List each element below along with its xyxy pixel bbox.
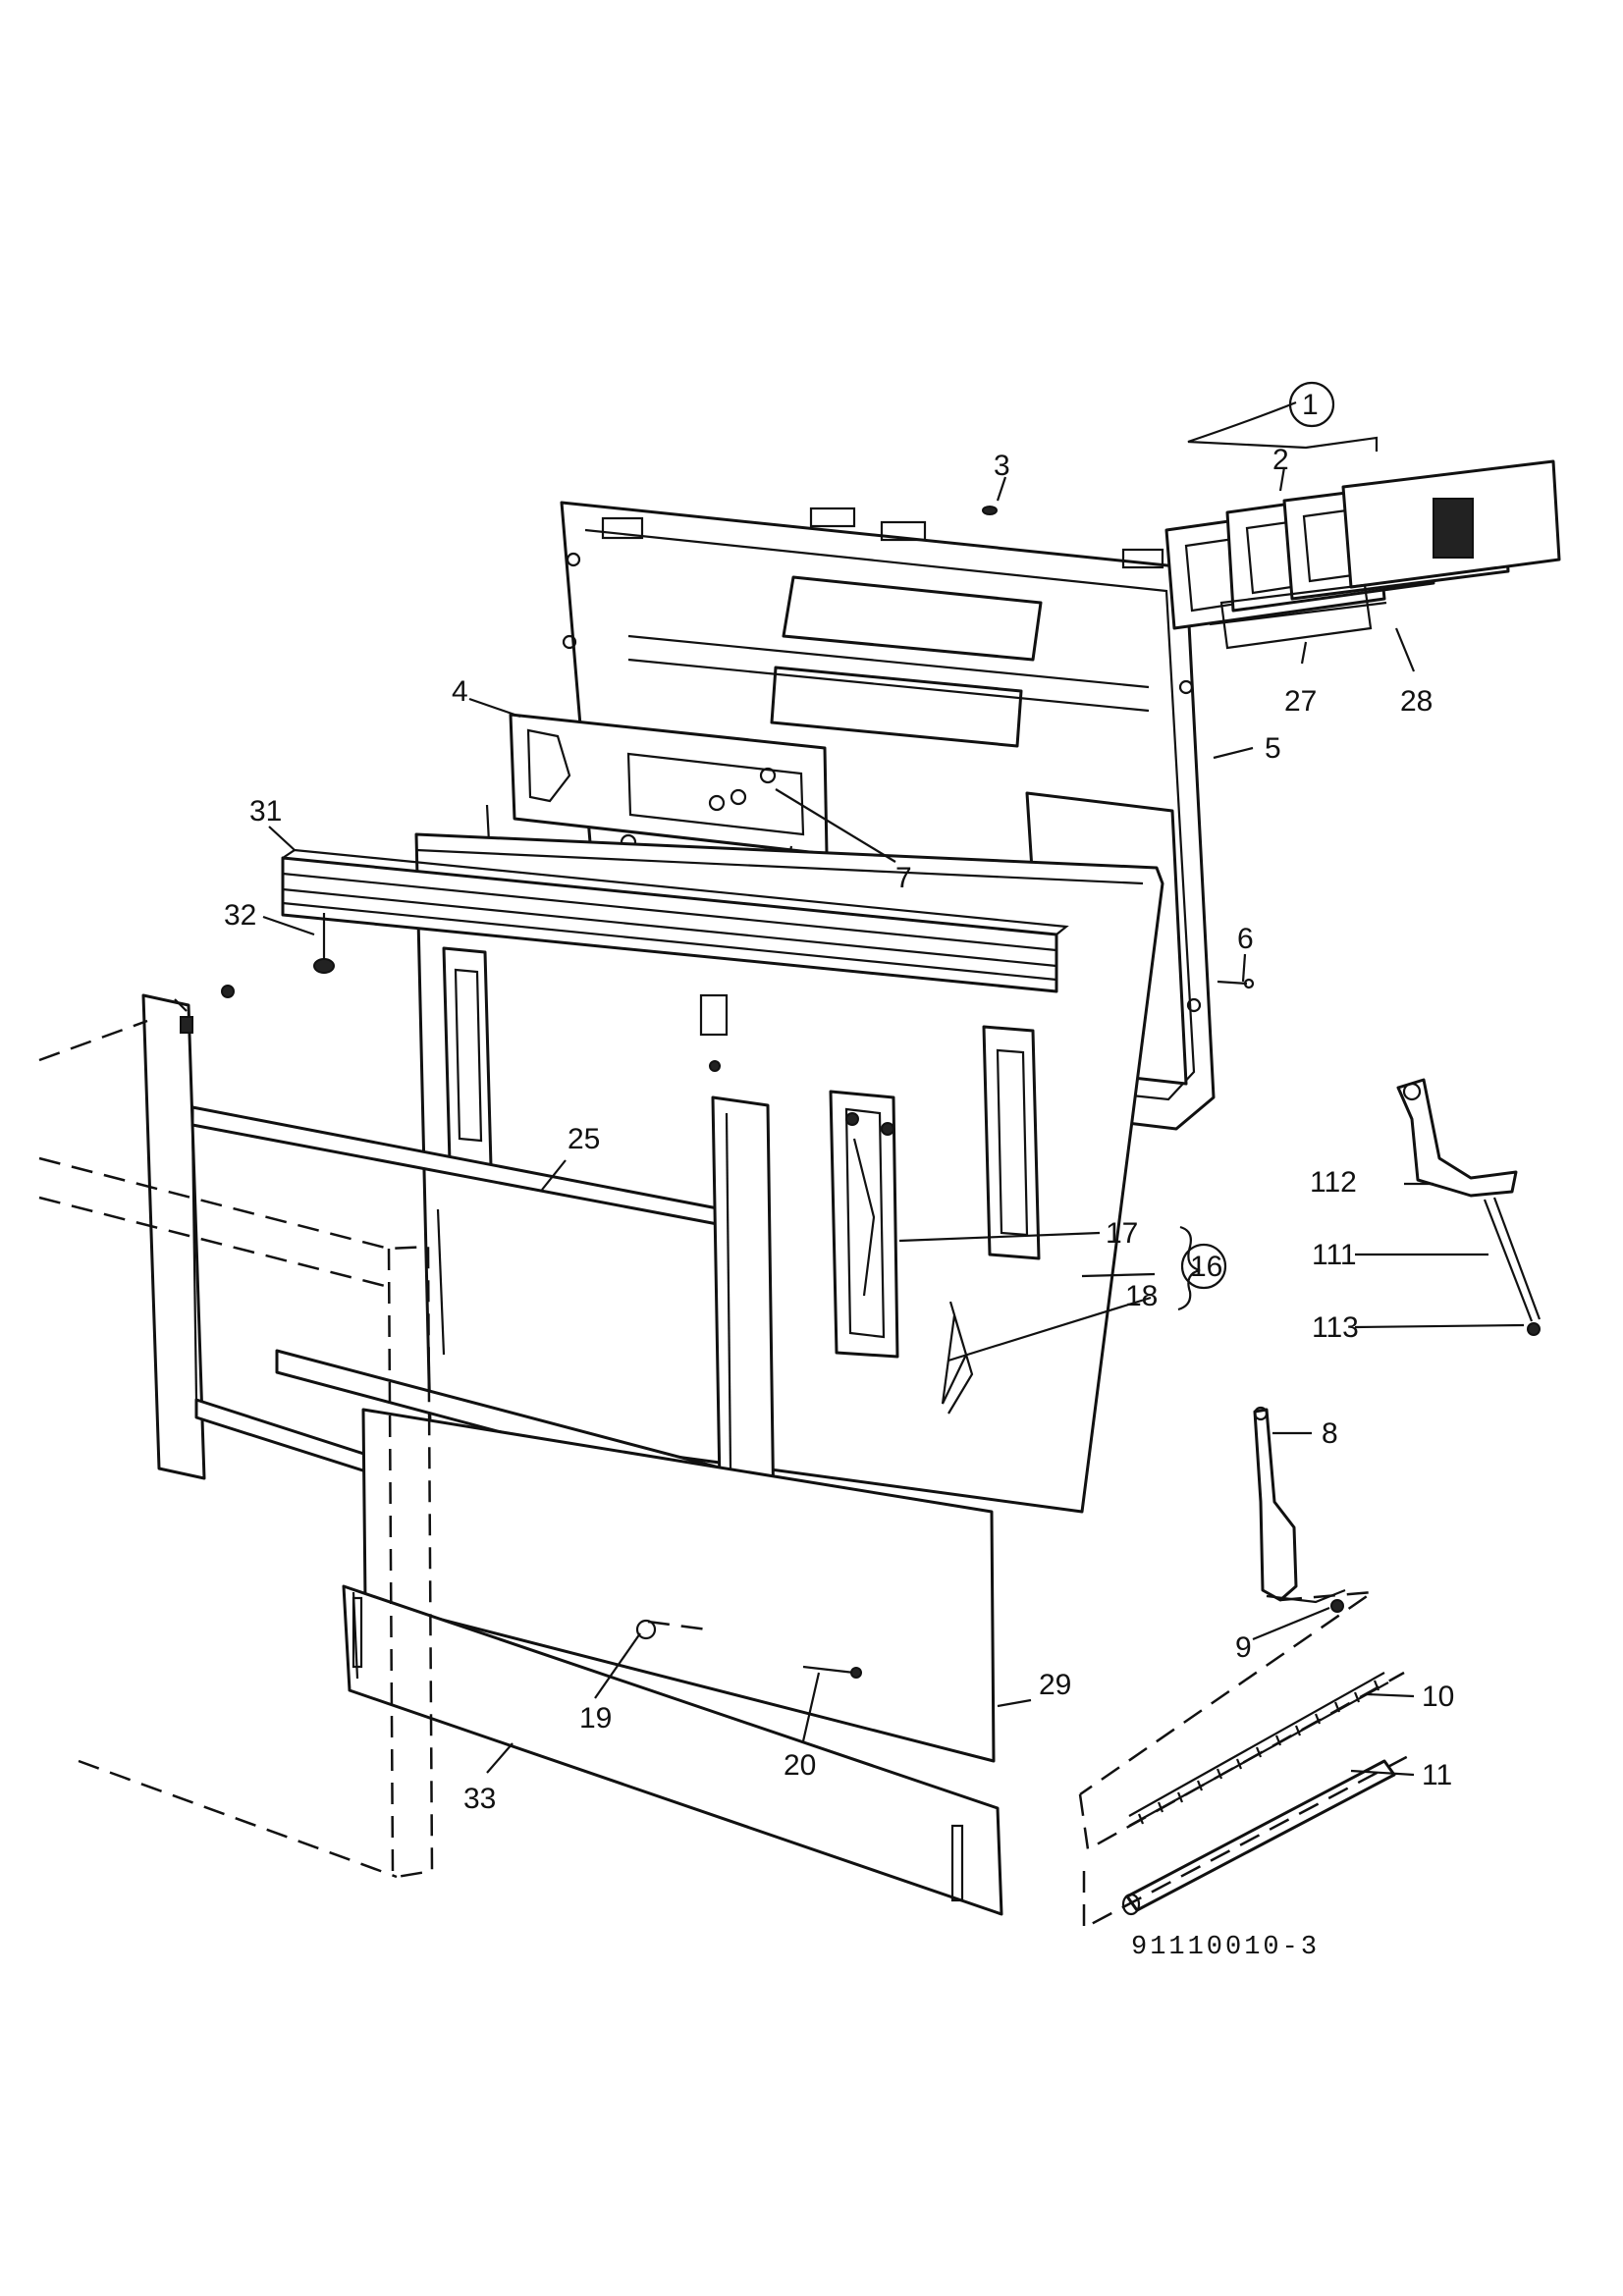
callout-31: 31: [249, 795, 282, 828]
outer-panel-outline: [38, 1019, 708, 1879]
vent-assembly: [1164, 459, 1561, 650]
kick-panel-part-29: [361, 1408, 996, 1763]
callout-7: 7: [895, 862, 912, 894]
hinge-rod-part-111: [1483, 1197, 1542, 1322]
callout-5: 5: [1265, 732, 1281, 765]
callout-16: 16: [1190, 1251, 1222, 1283]
callout-9: 9: [1235, 1631, 1252, 1664]
callout-circle-16: [1180, 1243, 1227, 1290]
hinge-part-112: [1396, 1078, 1518, 1198]
left-side-rail: [141, 985, 235, 1480]
callout-25: 25: [568, 1123, 600, 1155]
callout-11: 11: [1422, 1759, 1452, 1791]
callout-6: 6: [1237, 923, 1254, 955]
callout-20: 20: [784, 1749, 816, 1782]
callout-1: 1: [1302, 389, 1319, 421]
handle-strip-part-31: [281, 848, 1069, 993]
rod-part-11: [1121, 1759, 1396, 1916]
spring-rod-bounding-box: [1078, 1671, 1415, 1931]
screw-part-20: [802, 1665, 862, 1679]
hinge-part-8: [1079, 1406, 1378, 1796]
callout-29: 29: [1039, 1669, 1071, 1701]
screw-part-3: [982, 506, 998, 515]
figure-reference-number: 91110010-3: [1131, 1933, 1320, 1962]
callout-32: 32: [224, 899, 256, 932]
screw-part-19: [635, 1619, 657, 1640]
lock-mechanism-part-17: [829, 1090, 899, 1359]
callout-27: 27: [1284, 685, 1317, 718]
callout-113: 113: [1312, 1311, 1359, 1344]
leader-lines: [262, 400, 1525, 1777]
callout-8: 8: [1322, 1417, 1338, 1450]
callout-labels: 1 2 3 4 5 6 7 8 9 10 11 16 17 18 19 20 2…: [224, 389, 1454, 1815]
callout-19: 19: [579, 1702, 612, 1735]
callout-33: 33: [463, 1783, 496, 1815]
screw-part-6: [1217, 978, 1255, 989]
callout-10: 10: [1422, 1681, 1454, 1713]
callout-4: 4: [452, 675, 468, 708]
base-trim-part-33: [342, 1584, 1003, 1916]
callout-18: 18: [1125, 1280, 1158, 1312]
hinge-bolt-part-113: [1527, 1322, 1541, 1336]
callout-112: 112: [1310, 1166, 1357, 1199]
screw-part-32: [313, 913, 335, 974]
callout-2: 2: [1272, 444, 1289, 476]
door-front-panel: [414, 832, 1164, 1514]
spring-part-10: [1128, 1672, 1389, 1827]
callout-17: 17: [1106, 1217, 1138, 1250]
hinge-pin-part-9: [1330, 1599, 1344, 1613]
callout-3: 3: [994, 450, 1010, 482]
callout-circle-1: [1288, 381, 1335, 428]
callout-28: 28: [1400, 685, 1433, 718]
callout-111: 111: [1312, 1239, 1357, 1271]
